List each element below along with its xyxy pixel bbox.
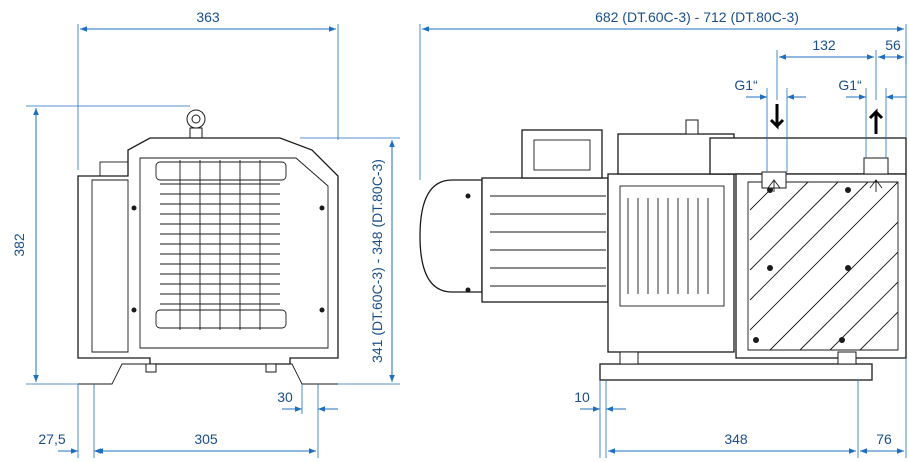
dim-front-offset: 27,5 xyxy=(38,431,65,447)
front-housing xyxy=(77,137,339,365)
dim-base-span: 348 xyxy=(724,431,748,447)
dim-front-height-variants: 341 (DT.60C-3) - 348 (DT.80C-3) xyxy=(369,159,385,363)
dim-front-foot-span: 305 xyxy=(194,431,218,447)
inlet-flow-arrow-icon xyxy=(769,104,785,130)
dim-outlet-offset: 56 xyxy=(885,37,901,53)
base-plate xyxy=(599,363,873,381)
motor xyxy=(419,129,609,303)
dim-base-offset: 10 xyxy=(574,389,590,405)
front-fasteners xyxy=(131,205,325,313)
pump-body xyxy=(709,137,907,359)
fan-guard-grille xyxy=(155,160,287,330)
side-dimensions: 682 (DT.60C-3) - 712 (DT.80C-3) 132 56 G… xyxy=(419,9,907,458)
front-feet xyxy=(78,363,338,385)
dim-front-foot-width: 30 xyxy=(277,389,293,405)
dim-inlet-spacing: 132 xyxy=(812,37,836,53)
outlet-port xyxy=(863,157,889,175)
dim-front-width: 363 xyxy=(196,9,220,25)
dim-outlet-thread: G1“ xyxy=(838,77,862,93)
side-view xyxy=(419,104,907,381)
dim-inlet-thread: G1“ xyxy=(734,77,758,93)
dim-front-height: 382 xyxy=(11,233,27,257)
outlet-flow-arrow-icon xyxy=(868,108,884,134)
dim-base-overhang: 76 xyxy=(876,431,892,447)
dim-side-length: 682 (DT.60C-3) - 712 (DT.80C-3) xyxy=(595,9,799,25)
front-view xyxy=(77,109,339,385)
lifting-eye xyxy=(186,109,206,139)
front-dimensions: 363 382 341 (DT.60C-3) - 348 (DT.80C-3) … xyxy=(11,9,400,458)
